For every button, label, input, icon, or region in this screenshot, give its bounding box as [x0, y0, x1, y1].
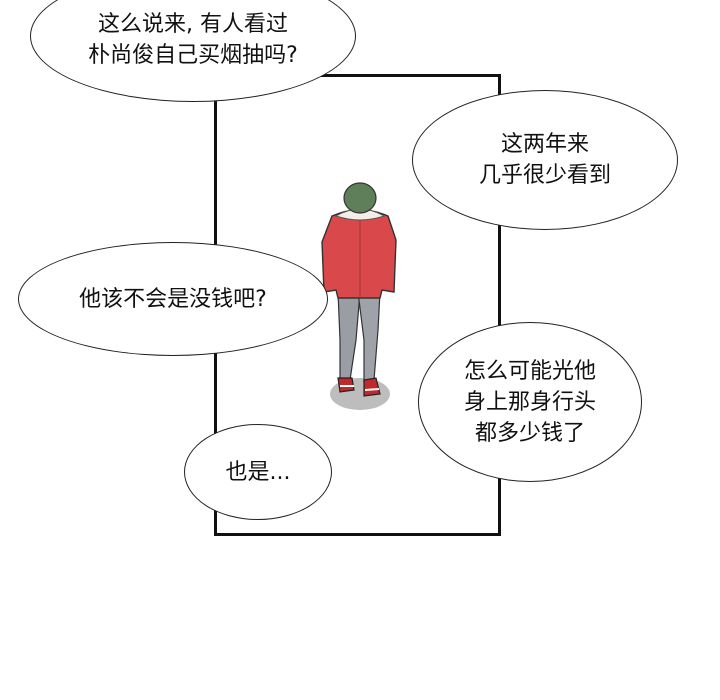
- right-shoe: [363, 377, 381, 397]
- speech-bubble-middle-left: 他该不会是没钱吧?: [18, 242, 328, 356]
- speech-bubble-top-right: 这两年来 几乎很少看到: [412, 90, 678, 230]
- walking-person-illustration: [321, 182, 397, 410]
- speech-bubble-bottom-left: 也是...: [184, 424, 332, 520]
- speech-bubble-top-left: 这么说来, 有人看过 朴尚俊自己买烟抽吗?: [30, 0, 356, 102]
- left-leg: [337, 291, 361, 381]
- hair: [343, 182, 377, 214]
- speech-bubble-middle-right: 怎么可能光他 身上那身行头 都多少钱了: [418, 322, 642, 482]
- red-jacket: [321, 209, 397, 299]
- right-leg: [357, 291, 381, 383]
